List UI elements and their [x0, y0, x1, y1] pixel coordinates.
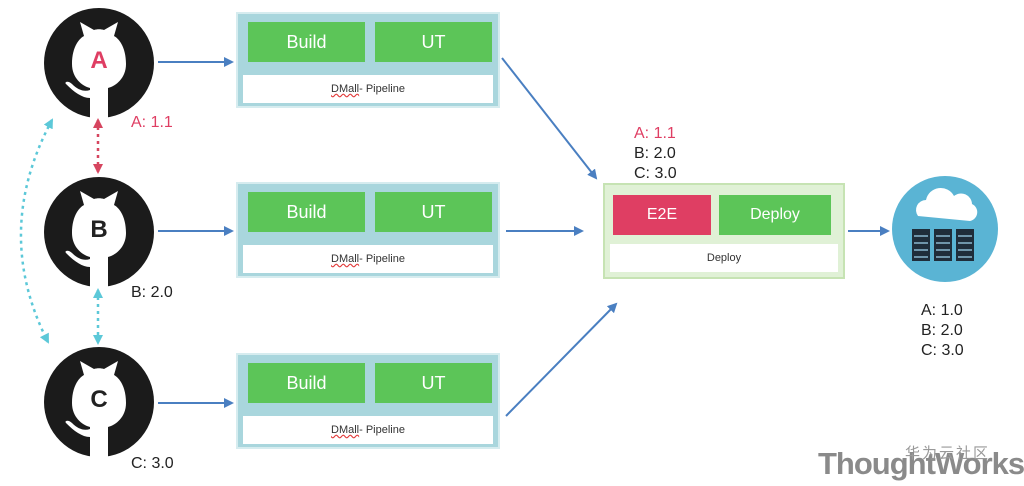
deployed-version-c: C: 3.0 — [921, 342, 964, 359]
repo-letter: C — [90, 386, 108, 413]
deployed-version-a: A: 1.0 — [921, 302, 963, 319]
ut-stage: UT — [375, 22, 492, 62]
repo-letter: B — [90, 216, 108, 243]
pipeline-label: DMall - Pipeline — [243, 245, 493, 273]
pipeline-label: DMall - Pipeline — [243, 416, 493, 444]
arrow-pipeline-a-to-deploy — [501, 57, 598, 180]
deployed-version-b: B: 2.0 — [921, 322, 963, 339]
deploy-pipeline-label: Deploy — [610, 244, 838, 272]
pipeline-a: Build UT DMall - Pipeline — [236, 12, 500, 108]
repo-c: C — [44, 347, 154, 457]
pipeline-b: Build UT DMall - Pipeline — [236, 182, 500, 278]
build-stage: Build — [248, 22, 365, 62]
deploy-stage: Deploy — [719, 195, 831, 235]
pipeline-suffix: - Pipeline — [359, 83, 405, 95]
repo-b: B — [44, 177, 154, 287]
github-octocat-icon — [44, 347, 154, 457]
incoming-versions: A: 1.1 B: 2.0 C: 3.0 — [634, 124, 677, 184]
github-octocat-icon — [44, 177, 154, 287]
pipeline-name: DMall — [331, 83, 360, 95]
build-stage: Build — [248, 192, 365, 232]
dependency-a-c-arrow — [19, 118, 54, 344]
community-watermark: 华为云社区 — [905, 445, 991, 462]
deployed-versions: A: 1.0 B: 2.0 C: 3.0 — [921, 301, 964, 361]
github-octocat-icon — [44, 8, 154, 118]
pipeline-name: DMall — [331, 253, 360, 265]
repo-a: A — [44, 8, 154, 118]
pipeline-c: Build UT DMall - Pipeline — [236, 353, 500, 449]
repo-b-version-label: B: 2.0 — [131, 284, 173, 301]
repo-c-version-label: C: 3.0 — [131, 455, 174, 472]
incoming-version-b: B: 2.0 — [634, 145, 676, 162]
pipeline-suffix: - Pipeline — [359, 424, 405, 436]
build-stage: Build — [248, 363, 365, 403]
incoming-version-a: A: 1.1 — [634, 125, 676, 142]
deploy-pipeline: E2E Deploy Deploy — [603, 183, 845, 279]
pipeline-suffix: - Pipeline — [359, 253, 405, 265]
repo-a-version-label: A: 1.1 — [131, 114, 173, 131]
thoughtworks-logo: ThoughtWorks — [818, 446, 1024, 481]
cloud-server-icon — [892, 176, 998, 282]
repo-letter: A — [90, 47, 108, 74]
ut-stage: UT — [375, 192, 492, 232]
ut-stage: UT — [375, 363, 492, 403]
arrow-pipeline-c-to-deploy — [505, 302, 618, 417]
e2e-stage: E2E — [613, 195, 711, 235]
incoming-version-c: C: 3.0 — [634, 165, 677, 182]
pipeline-name: DMall — [331, 424, 360, 436]
pipeline-label: DMall - Pipeline — [243, 75, 493, 103]
